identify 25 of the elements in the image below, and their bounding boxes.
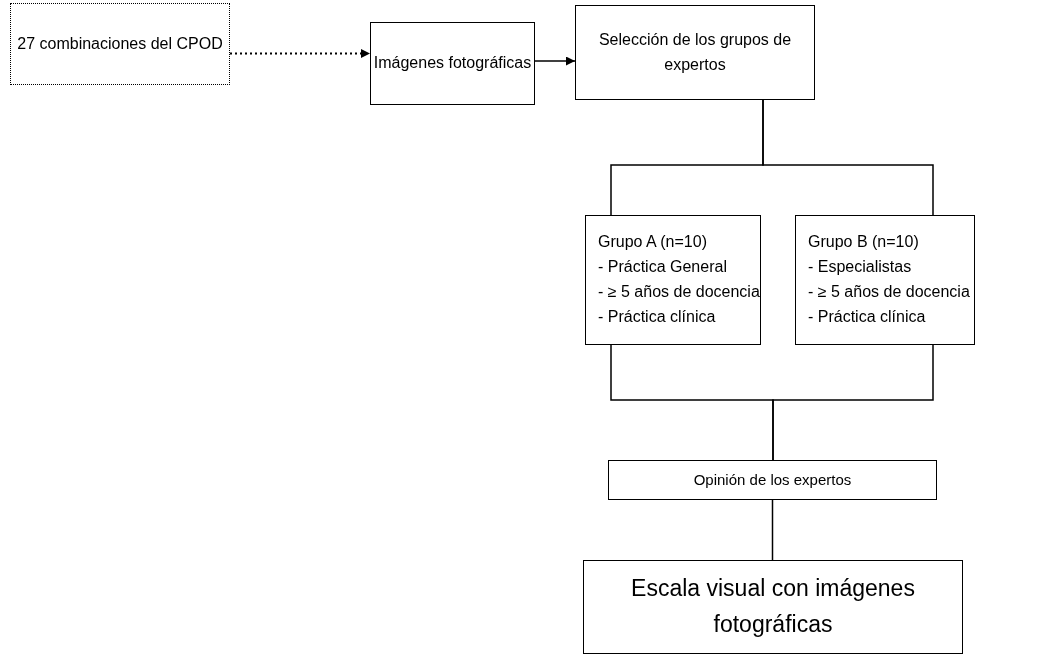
node-label: Escala visual con imágenes fotográficas <box>630 574 916 639</box>
node-label: Selección de los grupos de expertos <box>597 29 793 75</box>
list-item: - ≥ 5 años de docencia <box>808 282 970 302</box>
group-heading: Grupo A (n=10) <box>598 232 707 253</box>
process-box <box>608 460 937 500</box>
process-box <box>10 3 230 85</box>
process-box <box>370 22 535 105</box>
connector-line <box>771 499 774 561</box>
process-box <box>575 5 815 100</box>
list-item: - ≥ 5 años de docencia <box>598 282 760 302</box>
list-item: - Práctica General <box>598 257 727 278</box>
list-item: - Práctica clínica <box>598 306 716 327</box>
result-box <box>583 560 963 654</box>
group-box <box>585 215 761 345</box>
arrow <box>534 56 576 66</box>
arrow <box>229 49 371 58</box>
group-heading: Grupo B (n=10) <box>808 232 919 253</box>
group-box <box>795 215 975 345</box>
node-label: 27 combinaciones del CPOD <box>17 33 223 54</box>
connector-line <box>762 99 934 216</box>
list-item: - Especialistas <box>808 257 912 278</box>
connector-line <box>772 344 934 461</box>
node-label: Imágenes fotográficas <box>373 53 532 74</box>
list-item: - Práctica clínica <box>808 306 926 327</box>
node-label: Opinión de los expertos <box>693 470 852 491</box>
